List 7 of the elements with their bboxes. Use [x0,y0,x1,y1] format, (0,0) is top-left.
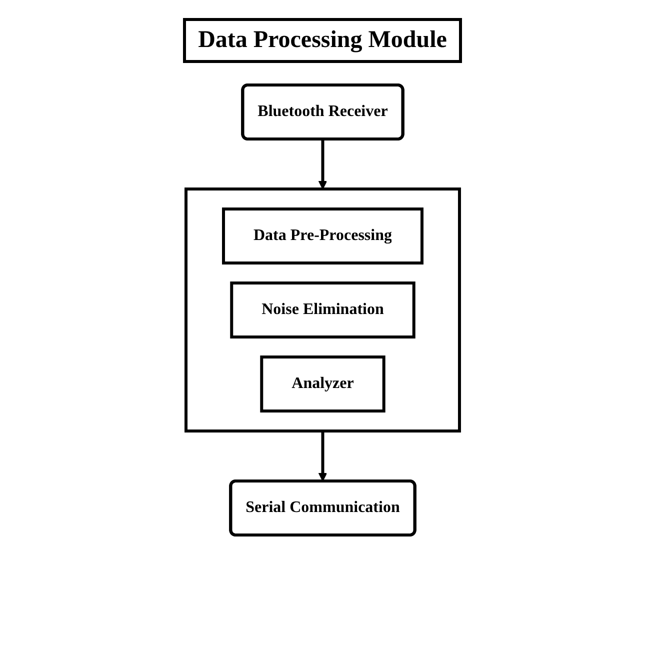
arrow [318,431,327,482]
arrow [318,139,327,190]
cluster [184,188,461,432]
node-box: Analyzer [260,356,386,412]
title: Data Processing Module [183,18,462,63]
node-box: Noise Elimination [230,282,416,338]
node-box: Data Pre-Processing [222,208,424,264]
